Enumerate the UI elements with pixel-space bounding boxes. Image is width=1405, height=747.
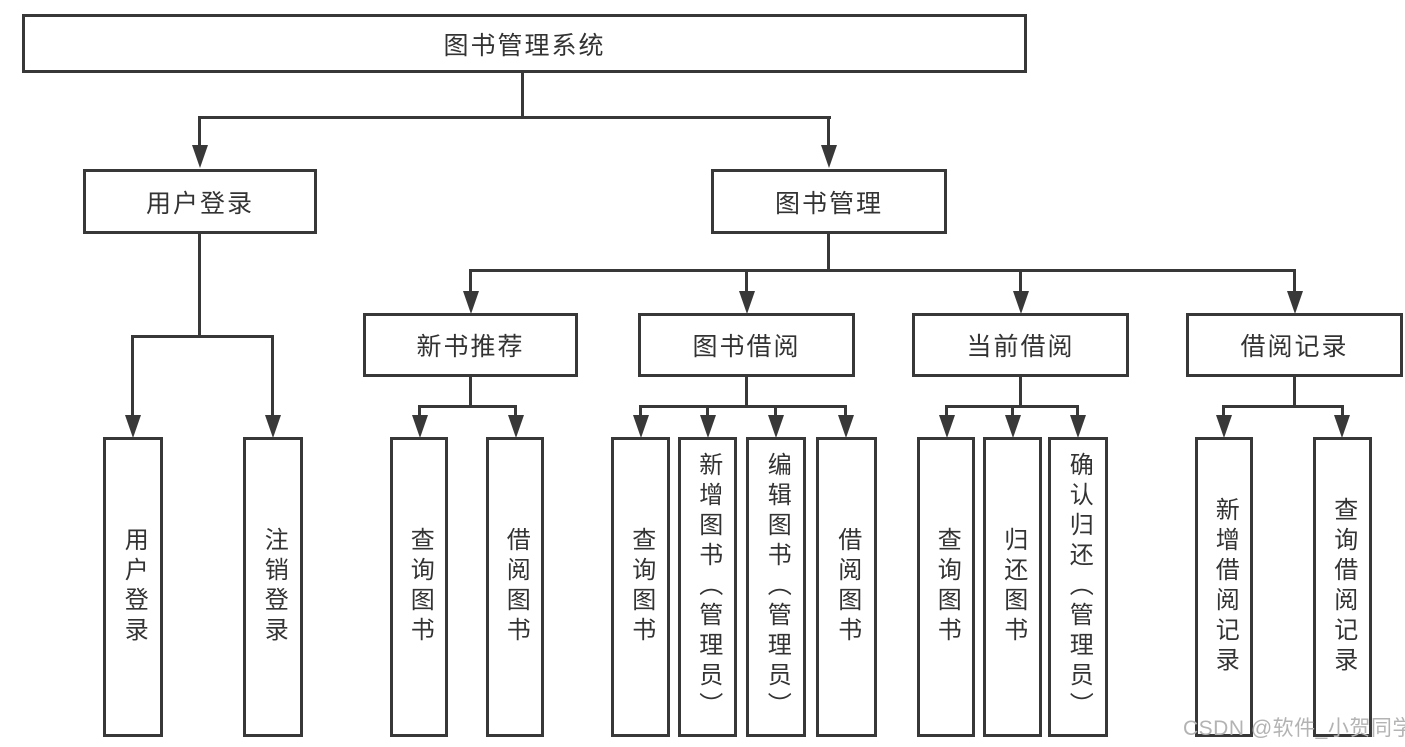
connector-line (521, 71, 524, 119)
arrow-head-icon (838, 415, 854, 438)
csdn-watermark: CSDN @软件_小贺同学 (1183, 717, 1405, 740)
arrow-head-icon (1287, 291, 1303, 314)
connector-line (418, 405, 421, 418)
leaf-label: 查询图书 (627, 527, 655, 647)
arrow-head-icon (1070, 415, 1086, 438)
arrow-head-icon (1005, 415, 1021, 438)
arrow-head-icon (700, 415, 716, 438)
connector-line (514, 405, 517, 418)
leaf-query-books-borrowing: 查询图书 (611, 437, 670, 737)
connector-line (945, 405, 948, 418)
arrow-head-icon (1013, 291, 1029, 314)
connector-line (131, 335, 134, 417)
connector-line (639, 405, 847, 408)
node-book-management: 图书管理 (711, 169, 947, 234)
node-current-borrowing: 当前借阅 (912, 313, 1129, 377)
arrow-head-icon (265, 415, 281, 438)
leaf-borrow-books: 借阅图书 (816, 437, 877, 737)
connector-line (1076, 405, 1079, 418)
connector-line (418, 405, 517, 408)
connector-line (469, 269, 1295, 272)
arrow-head-icon (463, 291, 479, 314)
connector-line (469, 269, 472, 294)
leaf-return-books: 归还图书 (983, 437, 1042, 737)
connector-line (469, 377, 472, 408)
leaf-logout: 注销登录 (243, 437, 303, 737)
node-label: 图书管理系统 (443, 31, 606, 60)
node-library-system: 图书管理系统 (22, 14, 1027, 73)
node-label: 新书推荐 (416, 333, 525, 361)
connector-line (271, 335, 274, 417)
connector-line (131, 335, 274, 338)
connector-line (1222, 405, 1225, 418)
leaf-query-books-current: 查询图书 (917, 437, 975, 737)
connector-line (198, 116, 201, 147)
connector-line (774, 405, 777, 418)
leaf-label: 用户登录 (120, 527, 148, 647)
leaf-label: 查询借阅记录 (1329, 497, 1357, 677)
leaf-label: 查询图书 (933, 527, 961, 647)
leaf-add-books-admin: 新增图书（管理员） (678, 437, 737, 737)
arrow-head-icon (1216, 415, 1232, 438)
connector-line (1222, 405, 1344, 408)
connector-line (1293, 269, 1296, 294)
arrow-head-icon (125, 415, 141, 438)
arrow-head-icon (508, 415, 524, 438)
leaf-borrow-books-recommend: 借阅图书 (486, 437, 544, 737)
node-label: 图书管理 (774, 189, 883, 218)
leaf-label: 借阅图书 (502, 527, 530, 647)
node-label: 用户登录 (145, 189, 254, 218)
leaf-label: 借阅图书 (833, 527, 861, 647)
arrow-head-icon (192, 145, 208, 168)
node-book-borrowing: 图书借阅 (638, 313, 855, 377)
connector-line (1293, 377, 1296, 408)
arrow-head-icon (633, 415, 649, 438)
connector-line (198, 234, 201, 338)
connector-line (745, 377, 748, 408)
leaf-label: 注销登录 (260, 527, 288, 647)
connector-line (1341, 405, 1344, 418)
leaf-query-books-recommend: 查询图书 (390, 437, 448, 737)
arrow-head-icon (412, 415, 428, 438)
connector-line (1019, 377, 1022, 408)
leaf-edit-books-admin: 编辑图书（管理员） (746, 437, 806, 737)
connector-line (745, 269, 748, 294)
connector-line (198, 116, 831, 119)
connector-line (1019, 269, 1022, 294)
connector-line (844, 405, 847, 418)
leaf-label: 归还图书 (999, 527, 1027, 647)
arrow-head-icon (739, 291, 755, 314)
arrow-head-icon (1334, 415, 1350, 438)
connector-line (706, 405, 709, 418)
node-label: 图书借阅 (692, 333, 801, 361)
leaf-label: 新增借阅记录 (1211, 497, 1239, 677)
node-borrowing-records: 借阅记录 (1186, 313, 1403, 377)
node-user-login-group: 用户登录 (83, 169, 317, 234)
connector-line (639, 405, 642, 418)
node-label: 借阅记录 (1240, 333, 1349, 361)
leaf-label: 编辑图书（管理员） (763, 452, 791, 722)
leaf-add-borrow-record: 新增借阅记录 (1195, 437, 1253, 737)
leaf-label: 确认归还（管理员） (1065, 452, 1093, 722)
leaf-label: 查询图书 (406, 527, 434, 647)
leaf-query-borrow-record: 查询借阅记录 (1313, 437, 1372, 737)
arrow-head-icon (768, 415, 784, 438)
leaf-confirm-return-admin: 确认归还（管理员） (1048, 437, 1108, 737)
leaf-user-login: 用户登录 (103, 437, 163, 737)
node-label: 当前借阅 (966, 333, 1075, 361)
leaf-label: 新增图书（管理员） (694, 452, 722, 722)
arrow-head-icon (821, 145, 837, 168)
node-new-book-recommend: 新书推荐 (363, 313, 578, 377)
arrow-head-icon (939, 415, 955, 438)
connector-line (827, 116, 830, 147)
connector-line (1011, 405, 1014, 418)
connector-line (827, 234, 830, 272)
